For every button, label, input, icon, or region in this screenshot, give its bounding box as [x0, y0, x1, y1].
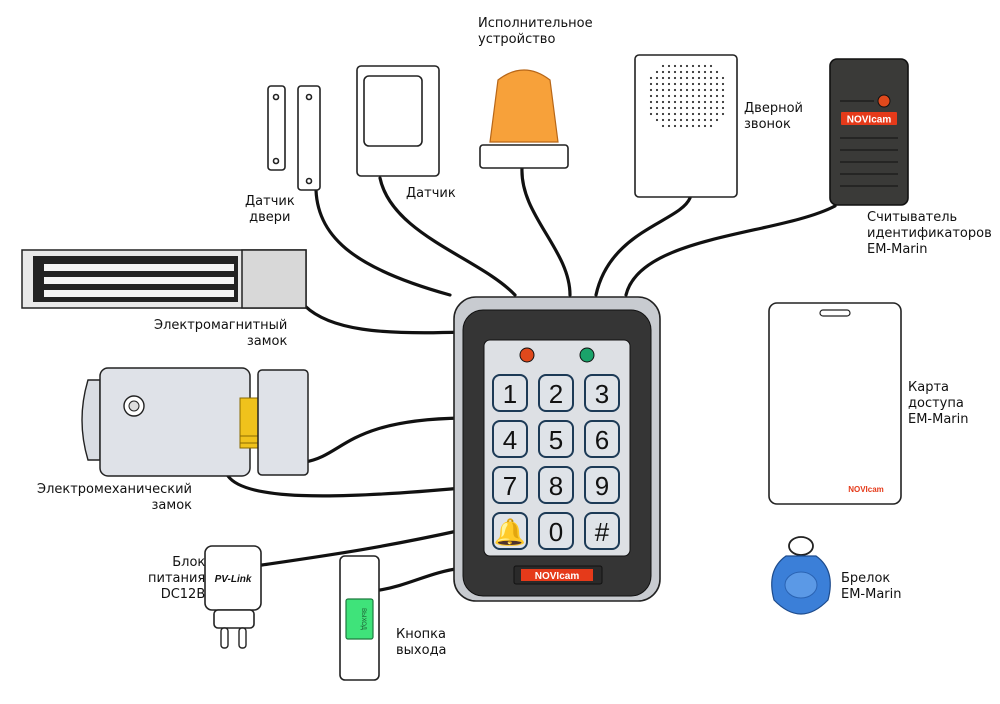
keypad-key[interactable]: # — [584, 512, 620, 550]
label-psu: Блок питания DC12B — [148, 555, 206, 602]
motion-sensor-device — [356, 65, 440, 177]
cables — [226, 166, 837, 592]
keypad-key[interactable]: 🔔 — [492, 512, 528, 550]
keypad-key-label: 8 — [549, 471, 563, 501]
keypad-key[interactable]: 3 — [584, 374, 620, 412]
keypad-key-label: 1 — [503, 379, 517, 409]
cable-reader — [624, 204, 837, 297]
reader-brand-logo: NOVIcam — [847, 115, 892, 126]
status-led-green — [579, 347, 595, 363]
label-exit-button: Кнопка выхода — [396, 627, 447, 658]
access-card: NOVIcam — [768, 302, 902, 505]
cable-doorbell — [594, 196, 692, 297]
cable-sensor — [378, 176, 517, 297]
label-mechlock: Электромеханический замок — [37, 482, 193, 513]
keypad-key[interactable]: 2 — [538, 374, 574, 412]
cable-executive — [520, 166, 572, 297]
exit-button-device: ВЫХОД — [339, 555, 380, 681]
keypad-key-label: 0 — [549, 517, 563, 547]
cable-maglock — [303, 304, 464, 335]
cable-psu — [260, 528, 464, 567]
maglock-device — [21, 249, 307, 309]
keypad-key-label: 6 — [595, 425, 609, 455]
reader-device: NOVIcam — [829, 58, 909, 206]
cable-door-sensor — [314, 188, 452, 297]
cable-exit — [378, 566, 464, 592]
keypad-key-label: 3 — [595, 379, 609, 409]
label-keyfob: Брелок EM-Marin — [841, 571, 902, 602]
doorbell-device — [634, 54, 738, 198]
keypad-key-label: # — [595, 517, 610, 547]
keypad-key[interactable]: 9 — [584, 466, 620, 504]
keypad-key-label: 4 — [503, 425, 517, 455]
keypad-key[interactable]: 8 — [538, 466, 574, 504]
door-sensor-device — [267, 85, 321, 191]
keypad-key-label: 2 — [549, 379, 563, 409]
keypad-key[interactable]: 0 — [538, 512, 574, 550]
mechlock-device — [81, 367, 309, 477]
label-reader: Считыватель идентификаторов EM-Marin — [867, 210, 992, 257]
label-executive: Исполнительное устройство — [478, 16, 593, 47]
label-maglock: Электромагнитный замок — [154, 318, 288, 349]
beacon-device — [479, 69, 569, 169]
card-brand-logo: NOVIcam — [848, 485, 884, 494]
keypad-key-label: 5 — [549, 425, 563, 455]
status-led-red — [519, 347, 535, 363]
label-door-sensor: Датчик двери — [245, 194, 295, 225]
psu-brand-logo: PV-Link — [215, 574, 252, 585]
cable-mechlock — [303, 416, 464, 464]
label-sensor: Датчик — [406, 186, 456, 201]
controller-brand-logo: NOVIcam — [535, 571, 580, 582]
keypad-key-label: 🔔 — [494, 517, 526, 547]
keypad-key[interactable]: 6 — [584, 420, 620, 458]
keypad-key-label: 7 — [503, 471, 517, 501]
keypad-key[interactable]: 5 — [538, 420, 574, 458]
keypad-key[interactable]: 4 — [492, 420, 528, 458]
keypad-key[interactable]: 7 — [492, 466, 528, 504]
exit-button-text: ВЫХОД — [360, 608, 366, 630]
keypad-key-label: 9 — [595, 471, 609, 501]
keypad-key[interactable]: 1 — [492, 374, 528, 412]
keyfob — [771, 536, 831, 615]
label-card: Карта доступа EM-Marin — [908, 380, 969, 427]
psu-device: PV-Link — [204, 545, 262, 649]
label-doorbell: Дверной звонок — [744, 101, 803, 132]
cable-mechlock-2 — [226, 474, 464, 498]
keypad-controller: 1 2 3 4 5 6 7 8 9 🔔 0 # NOVIcam — [453, 296, 661, 602]
